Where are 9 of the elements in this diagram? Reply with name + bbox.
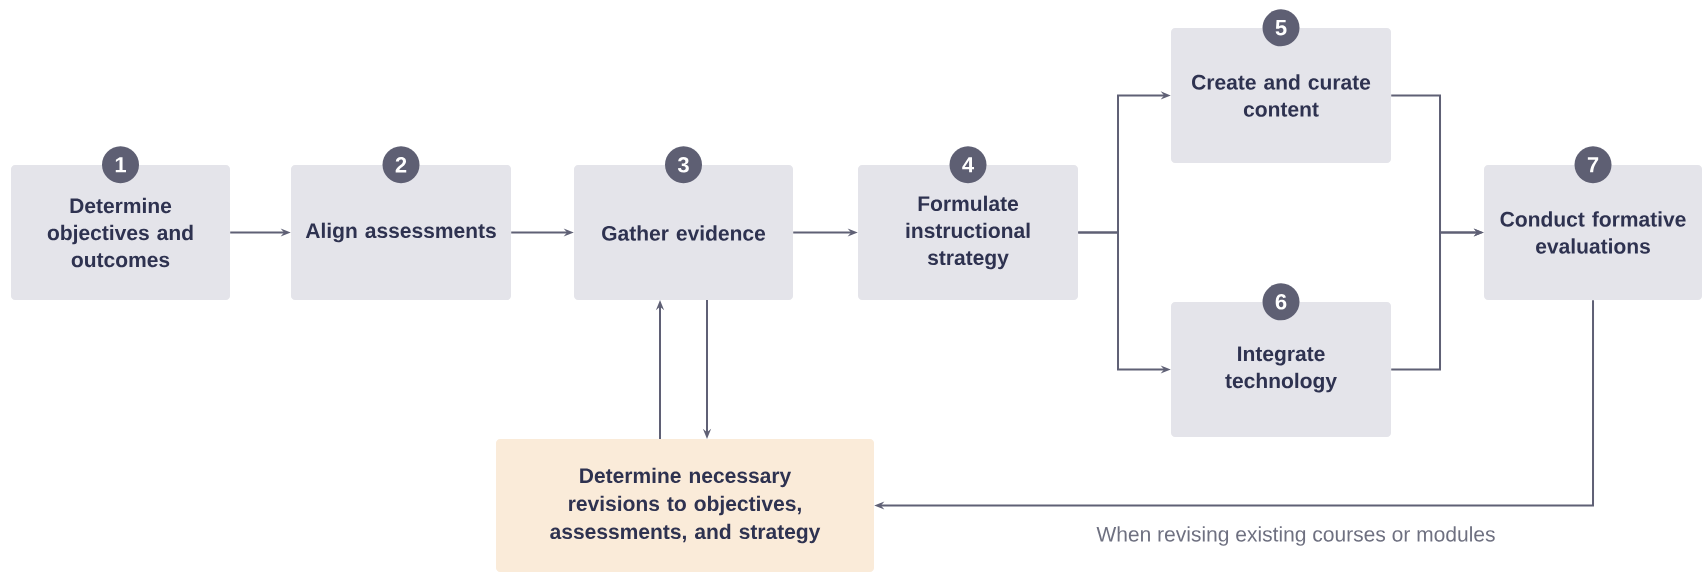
number-badge: 1: [102, 146, 139, 184]
number-badge: 2: [382, 146, 420, 184]
number-badge: 6: [1262, 283, 1300, 321]
edge-label: When revising existing courses or modules: [1094, 524, 1498, 548]
number-badge: 7: [1574, 146, 1612, 184]
revision-box: Determine necessary revisions to objectives, assessments, and strategy: [496, 439, 874, 572]
number-badge: 5: [1262, 9, 1300, 47]
number-badge: 4: [949, 146, 987, 184]
number-badge: 3: [665, 146, 702, 184]
